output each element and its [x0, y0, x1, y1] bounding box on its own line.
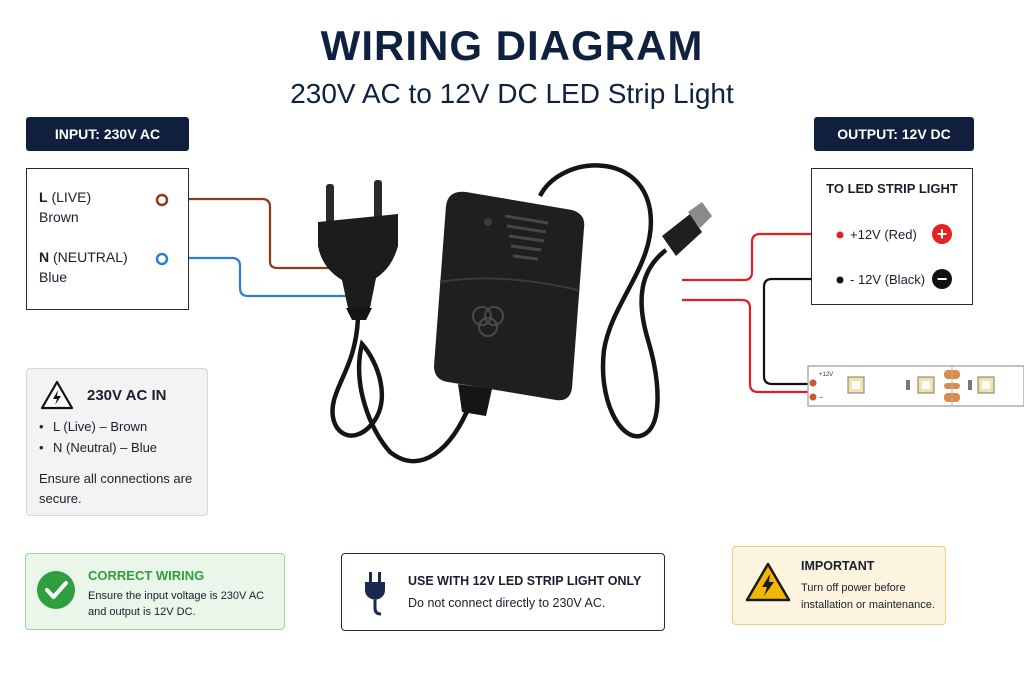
live-terminal-label: L (LIVE) — [39, 189, 91, 205]
positive-wire — [682, 232, 838, 282]
led-strip-illustration: +12V − — [807, 365, 1024, 407]
negative-wire-black — [762, 277, 838, 386]
live-color: Brown — [39, 209, 79, 225]
info-list: L (Live) – Brown N (Neutral) – Blue — [39, 419, 157, 461]
use-with-led-text: Do not connect directly to 230V AC. — [408, 596, 606, 610]
info-item-neutral: N (Neutral) – Blue — [39, 440, 157, 455]
neutral-terminal-dot-icon — [155, 252, 169, 266]
use-with-led-card: USE WITH 12V LED STRIP LIGHT ONLY Do not… — [341, 553, 665, 631]
important-text: Turn off power before installation or ma… — [801, 582, 935, 611]
negative-terminal-label: - 12V (Black) — [850, 272, 926, 287]
correct-wiring-text: Ensure the input voltage is 230V AC and … — [88, 590, 265, 618]
info-title: 230V AC IN — [87, 387, 167, 404]
neutral-name: (NEUTRAL) — [53, 249, 128, 265]
high-voltage-warning-icon — [745, 562, 791, 602]
neutral-letter: N — [39, 249, 50, 265]
neutral-terminal-label: N (NEUTRAL) — [39, 249, 128, 265]
important-title: IMPORTANT — [801, 559, 875, 573]
output-terminal-box: TO LED STRIP LIGHT +12V (Red) + - 12V (B… — [811, 168, 973, 305]
strip-plus-label: +12V — [819, 372, 833, 378]
info-item-live: L (Live) – Brown — [39, 419, 157, 434]
page-subtitle: 230V AC to 12V DC LED Strip Light — [290, 78, 734, 109]
ac-input-info-box: 230V AC IN L (Live) – Brown N (Neutral) … — [26, 368, 208, 516]
negative-wire — [682, 298, 812, 394]
output-label: OUTPUT: 12V DC — [814, 117, 974, 151]
dc-jack-illustration — [662, 202, 712, 256]
plus-icon: + — [932, 224, 952, 244]
ac-cord — [330, 317, 473, 464]
neutral-wire — [162, 256, 350, 298]
output-box-title: TO LED STRIP LIGHT — [826, 181, 958, 196]
dc-cord — [537, 163, 668, 439]
warning-triangle-icon — [40, 380, 74, 410]
negative-terminal-dot-icon — [836, 276, 844, 284]
positive-terminal-dot-icon — [836, 231, 844, 239]
use-with-led-title: USE WITH 12V LED STRIP LIGHT ONLY — [408, 574, 642, 588]
adapter-illustration — [434, 191, 585, 416]
important-card: IMPORTANT Turn off power before installa… — [732, 546, 946, 625]
correct-wiring-title: CORRECT WIRING — [88, 568, 205, 583]
minus-icon: − — [932, 269, 952, 289]
input-terminal-box: L (LIVE) Brown N (NEUTRAL) Blue — [26, 168, 189, 310]
live-wire — [162, 197, 350, 270]
info-note: Ensure all connections are secure. — [39, 471, 193, 506]
correct-wiring-card: CORRECT WIRING Ensure the input voltage … — [25, 553, 285, 630]
strip-minus-label: − — [819, 395, 823, 402]
live-terminal-dot-icon — [155, 193, 169, 207]
positive-terminal-label: +12V (Red) — [850, 227, 917, 242]
neutral-color: Blue — [39, 269, 68, 285]
live-name: (LIVE) — [51, 189, 92, 205]
live-letter: L — [39, 189, 48, 205]
check-icon — [37, 571, 75, 609]
page-title: WIRING DIAGRAM — [320, 22, 704, 69]
plug-icon — [365, 572, 385, 616]
plug-illustration — [318, 180, 398, 320]
input-label: INPUT: 230V AC — [26, 117, 189, 151]
